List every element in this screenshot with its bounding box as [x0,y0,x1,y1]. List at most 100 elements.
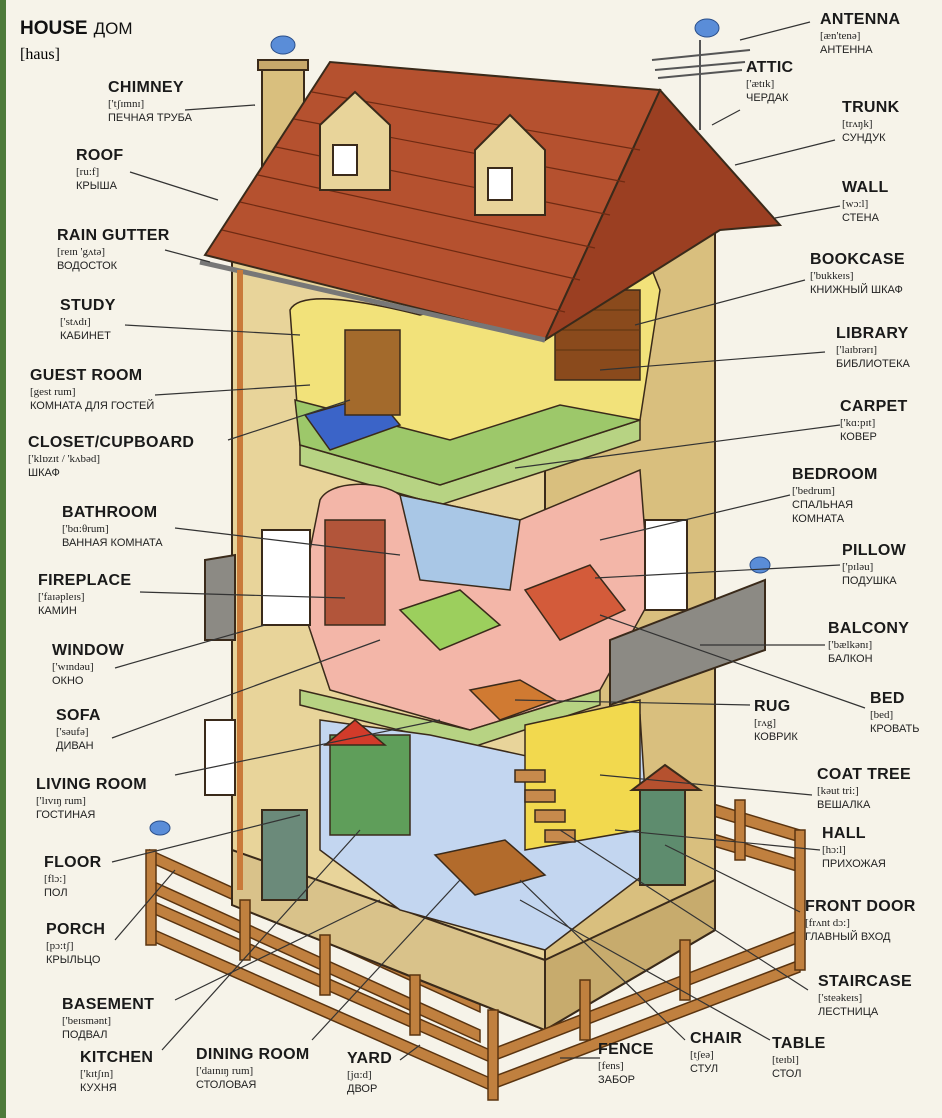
label-ru: ВАННАЯ КОМНАТА [62,537,163,549]
roof [199,60,783,343]
label-transcription: ['bukkeɪs] [810,270,854,282]
label-ru: СТОЛ [772,1068,802,1080]
label-coat-tree: COAT TREE [kəut tri:] ВЕШАЛКА [817,767,911,811]
label-ru: ШКАФ [28,467,60,479]
balcony [204,553,766,707]
label-en: BED [870,690,905,707]
label-ru: СТЕНА [842,212,879,224]
title-en: HOUSE [20,18,88,39]
label-ru: ПОЛ [44,887,68,899]
label-chimney: CHIMNEY ['tʃɪmnɪ] ПЕЧНАЯ ТРУБА [108,80,192,124]
label-transcription: [flɔ:] [44,873,66,885]
label-ru: СУНДУК [842,132,886,144]
label-en: HALL [822,825,866,842]
title-transcription: [haus] [20,46,60,63]
label-en: RAIN GUTTER [57,227,170,244]
label-table: TABLE [teɪbl] СТОЛ [772,1036,826,1080]
label-bed: BED [bed] КРОВАТЬ [870,691,919,735]
label-ru: СПАЛЬНАЯ [792,499,854,511]
label-transcription: ['bɑ:θrum] [62,523,109,535]
label-en: CLOSET/CUPBOARD [28,434,195,451]
label-roof: ROOF [ru:f] КРЫША [76,148,123,192]
label-attic: ATTIC ['ætɪk] ЧЕРДАК [746,60,793,104]
label-transcription: [pɔ:tʃ] [46,940,74,952]
label-transcription: [æn'tenə] [820,30,861,42]
label-ru: КРЫЛЬЦО [46,954,101,966]
label-rug: RUG [rʌg] КОВРИК [754,699,798,743]
label-transcription: ['kɪtʃɪn] [80,1068,114,1080]
label-yard: YARD [jɑ:d] ДВОР [347,1051,392,1095]
label-transcription: ['pɪləu] [842,561,874,573]
label-ru: ЛЕСТНИЦА [818,1006,879,1018]
label-library: LIBRARY ['laɪbrərɪ] БИБЛИОТЕКА [836,326,910,370]
label-study: STUDY ['stʌdɪ] КАБИНЕТ [60,298,116,342]
label-transcription: [fens] [598,1060,624,1072]
label-en: STUDY [60,297,116,314]
label-en: ATTIC [746,59,794,76]
label-transcription: ['bedrum] [792,485,835,497]
label-ru: ЧЕРДАК [746,92,789,104]
label-en: BEDROOM [792,466,878,483]
label-transcription: ['daɪnɪŋ rum] [196,1065,254,1077]
label-transcription: ['kɑ:pɪt] [840,417,876,429]
label-transcription: ['lɪvɪŋ rum] [36,795,86,807]
label-ru: АНТЕННА [820,44,873,56]
label-guest-room: GUEST ROOM [gest rum] КОМНАТА ДЛЯ ГОСТЕЙ [30,368,154,412]
label-transcription: [wɔ:l] [842,198,869,210]
label-floor: FLOOR [flɔ:] ПОЛ [44,855,102,899]
label-en: STAIRCASE [818,973,912,990]
label-ru: КРЫША [76,180,117,192]
label-balcony: BALCONY ['bælkənɪ] БАЛКОН [828,621,909,665]
label-fireplace: FIREPLACE ['faɪəpleɪs] КАМИН [38,573,131,617]
label-basement: BASEMENT ['beɪsmənt] ПОДВАЛ [62,997,154,1041]
label-antenna: ANTENNA [æn'tenə] АНТЕННА [820,12,900,56]
label-ru: ПОДУШКА [842,575,897,587]
label-ru: КОВРИК [754,731,798,743]
label-en: BALCONY [828,620,910,637]
label-transcription: ['laɪbrərɪ] [836,344,878,356]
label-en: COAT TREE [817,766,911,783]
label-sofa: SOFA ['səufə] ДИВАН [56,708,101,752]
label-en: PILLOW [842,542,907,559]
label-en: DINING ROOM [196,1046,310,1063]
label-en: CHIMNEY [108,79,184,96]
label-en: LIVING ROOM [36,776,147,793]
exterior-windows [204,519,688,796]
label-window: WINDOW ['wɪndəu] ОКНО [52,643,124,687]
label-ru: ГОСТИНАЯ [36,809,96,821]
label-ru: ДВОР [347,1083,378,1095]
label-en: TRUNK [842,99,900,116]
label-transcription: [frʌnt dɔ:] [805,917,850,929]
label-transcription: [ru:f] [76,166,100,178]
label-en: FENCE [598,1041,654,1058]
label-ru: ДИВАН [56,740,94,752]
label-transcription: ['ætɪk] [746,78,775,90]
label-ru: КОВЕР [840,431,877,443]
label-transcription: [teɪbl] [772,1054,799,1066]
label-ru: ЗАБОР [598,1074,635,1086]
label-ru: КНИЖНЫЙ ШКАФ [810,284,903,296]
label-fence: FENCE [fens] ЗАБОР [598,1042,654,1086]
label-en: WALL [842,179,889,196]
label-ru: КАМИН [38,605,77,617]
label-ru: БАЛКОН [828,653,873,665]
title-ru: ДОМ [93,19,133,38]
label-transcription: [bed] [870,709,894,721]
label-staircase: STAIRCASE ['steəkeɪs] ЛЕСТНИЦА [818,974,912,1018]
label-living-room: LIVING ROOM ['lɪvɪŋ rum] ГОСТИНАЯ [36,777,147,821]
label-en: ANTENNA [820,11,901,28]
label-rain-gutter: RAIN GUTTER [reɪn 'gʌtə] ВОДОСТОК [57,228,170,272]
label-transcription: [tʃeə] [690,1049,714,1061]
label-dining-room: DINING ROOM ['daɪnɪŋ rum] СТОЛОВАЯ [196,1047,310,1091]
label-ru: ПЕЧНАЯ ТРУБА [108,112,192,124]
label-ru: СТОЛОВАЯ [196,1079,257,1091]
label-transcription: ['bælkənɪ] [828,639,873,651]
label-en: KITCHEN [80,1049,154,1066]
page-border [0,0,6,1118]
birds [149,18,771,836]
label-ru: ПРИХОЖАЯ [822,858,886,870]
leader-lines [111,21,866,1061]
label-transcription: ['səufə] [56,726,89,738]
label-ru: ПОДВАЛ [62,1029,108,1041]
